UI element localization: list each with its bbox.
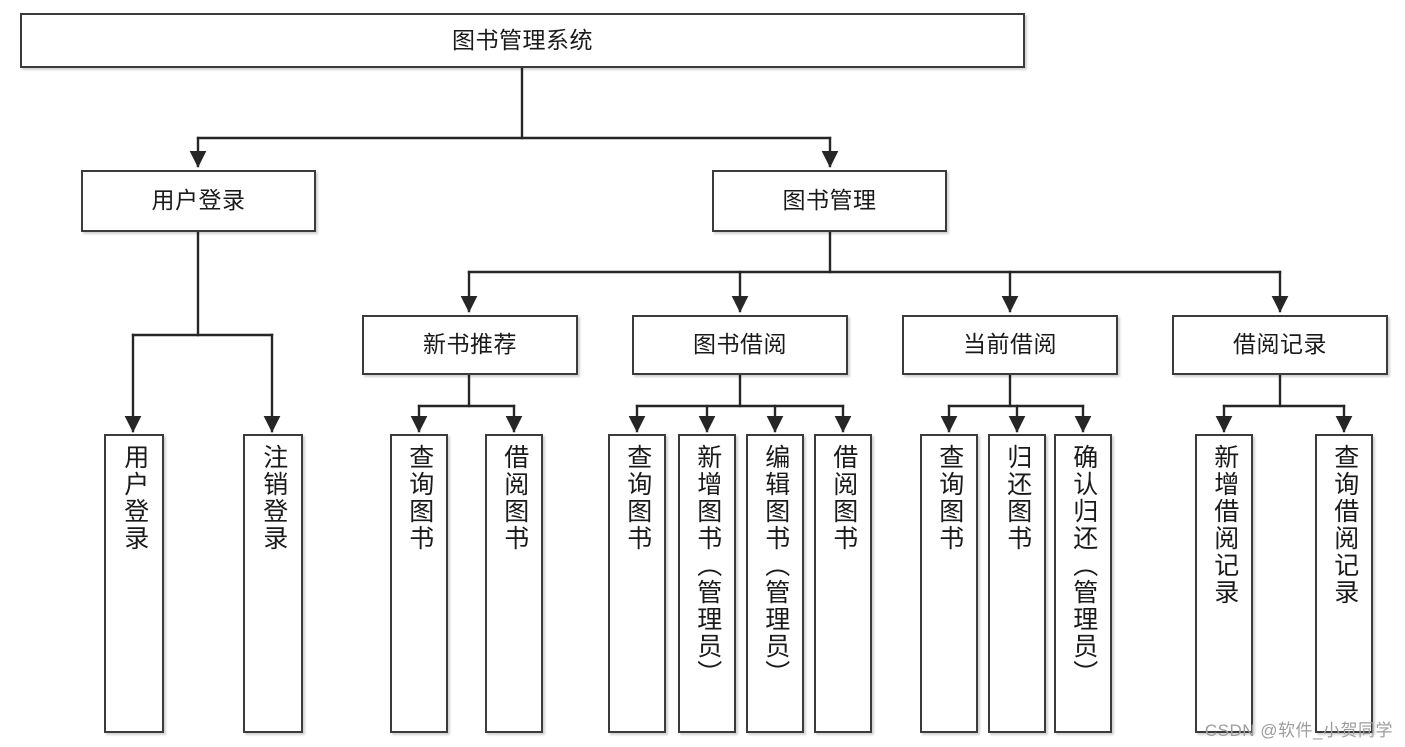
node-user-login[interactable]: 用户登录 — [81, 170, 316, 232]
node-root-label: 图书管理系统 — [452, 26, 593, 53]
node-borrow-record-label: 借阅记录 — [1233, 331, 1327, 358]
node-leaf-add-record[interactable]: 新增借阅记录 — [1195, 434, 1253, 733]
node-leaf-user-login-label: 用户登录 — [120, 444, 149, 552]
node-leaf-borrow-book-1-label: 借阅图书 — [500, 444, 529, 552]
node-book-borrow-label: 图书借阅 — [693, 331, 787, 358]
node-leaf-query-book-1[interactable]: 查询图书 — [390, 434, 448, 733]
node-leaf-borrow-book-2[interactable]: 借阅图书 — [814, 434, 872, 733]
node-leaf-query-book-1-label: 查询图书 — [405, 444, 434, 552]
node-root[interactable]: 图书管理系统 — [20, 13, 1025, 68]
node-leaf-borrow-book-1[interactable]: 借阅图书 — [485, 434, 543, 733]
node-leaf-user-login[interactable]: 用户登录 — [104, 434, 164, 733]
node-leaf-query-record-label: 查询借阅记录 — [1330, 444, 1359, 606]
node-borrow-record[interactable]: 借阅记录 — [1172, 315, 1388, 375]
node-leaf-return-book[interactable]: 归还图书 — [988, 434, 1046, 733]
node-leaf-return-book-label: 归还图书 — [1003, 444, 1032, 552]
node-leaf-confirm-return-label: 确认归还（管理员） — [1069, 444, 1098, 687]
node-leaf-query-book-2[interactable]: 查询图书 — [608, 434, 666, 733]
node-leaf-borrow-book-2-label: 借阅图书 — [829, 444, 858, 552]
node-new-book-recommend-label: 新书推荐 — [423, 331, 517, 358]
node-leaf-user-logout[interactable]: 注销登录 — [243, 434, 303, 733]
node-current-borrow[interactable]: 当前借阅 — [902, 315, 1118, 375]
node-leaf-confirm-return[interactable]: 确认归还（管理员） — [1054, 434, 1112, 733]
node-leaf-edit-book-label: 编辑图书（管理员） — [761, 444, 790, 687]
node-book-manage-label: 图书管理 — [782, 187, 877, 214]
watermark: CSDN @软件_小贺同学 — [1204, 721, 1393, 740]
node-leaf-user-logout-label: 注销登录 — [259, 444, 288, 552]
node-leaf-query-record[interactable]: 查询借阅记录 — [1315, 434, 1373, 733]
node-leaf-edit-book[interactable]: 编辑图书（管理员） — [746, 434, 804, 733]
node-current-borrow-label: 当前借阅 — [963, 331, 1057, 358]
node-book-manage[interactable]: 图书管理 — [712, 170, 947, 232]
node-book-borrow[interactable]: 图书借阅 — [632, 315, 848, 375]
node-leaf-add-book-label: 新增图书（管理员） — [693, 444, 722, 687]
node-new-book-recommend[interactable]: 新书推荐 — [362, 315, 578, 375]
node-leaf-query-book-2-label: 查询图书 — [623, 444, 652, 552]
node-leaf-query-book-3-label: 查询图书 — [935, 444, 964, 552]
node-leaf-query-book-3[interactable]: 查询图书 — [920, 434, 978, 733]
node-leaf-add-book[interactable]: 新增图书（管理员） — [678, 434, 736, 733]
node-leaf-add-record-label: 新增借阅记录 — [1210, 444, 1239, 606]
node-user-login-label: 用户登录 — [151, 187, 246, 214]
